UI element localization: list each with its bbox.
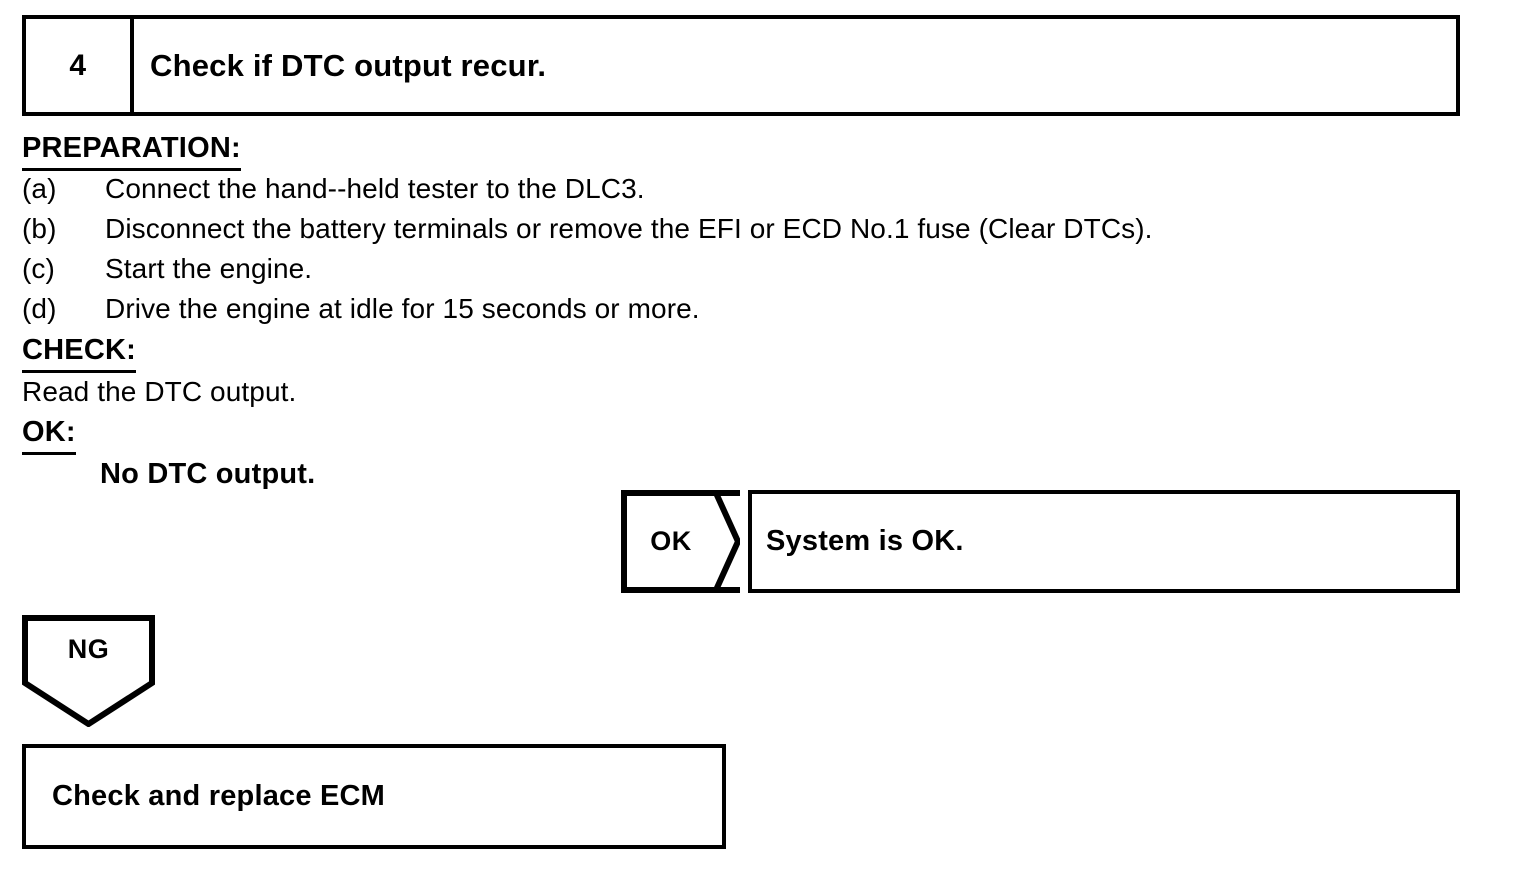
step-number-cell: 4 <box>26 19 134 112</box>
check-heading: CHECK: <box>22 330 136 373</box>
ok-result-box: System is OK. <box>748 490 1460 593</box>
check-instruction: Read the DTC output. <box>22 376 297 407</box>
step-text: Drive the engine at idle for 15 seconds … <box>105 293 700 324</box>
step-label: (c) <box>22 253 55 284</box>
ok-heading-row: OK: <box>22 412 1422 455</box>
preparation-step-a: (a) Connect the hand--held tester to the… <box>22 170 1422 210</box>
preparation-heading: PREPARATION: <box>22 128 241 171</box>
ng-arrow-label: NG <box>67 633 110 664</box>
ok-criteria: No DTC output. <box>100 458 316 490</box>
ng-result-box: Check and replace ECM <box>22 744 726 849</box>
step-label: (a) <box>22 173 57 204</box>
preparation-step-c: (c) Start the engine. <box>22 250 1422 290</box>
procedure-body: PREPARATION: (a) Connect the hand--held … <box>22 128 1422 496</box>
ok-heading: OK: <box>22 412 76 455</box>
step-text: Disconnect the battery terminals or remo… <box>105 213 1153 244</box>
step-label: (b) <box>22 213 57 244</box>
preparation-heading-row: PREPARATION: <box>22 128 1422 171</box>
step-label: (d) <box>22 293 57 324</box>
step-title: Check if DTC output recur. <box>150 47 547 83</box>
ok-branch-arrow: OK <box>621 490 740 593</box>
step-title-cell: Check if DTC output recur. <box>134 19 1456 112</box>
step-number: 4 <box>69 48 87 82</box>
preparation-step-b: (b) Disconnect the battery terminals or … <box>22 210 1422 250</box>
step-text: Connect the hand--held tester to the DLC… <box>105 173 645 204</box>
step-text: Start the engine. <box>105 253 313 284</box>
ng-branch-arrow: NG <box>22 615 155 727</box>
preparation-step-d: (d) Drive the engine at idle for 15 seco… <box>22 290 1422 330</box>
ok-arrow-label: OK <box>650 526 692 556</box>
check-heading-row: CHECK: <box>22 330 1422 373</box>
arrow-right-icon <box>621 490 740 593</box>
ng-result-text: Check and replace ECM <box>52 780 385 812</box>
arrow-down-icon <box>22 615 155 727</box>
step-header-table: 4 Check if DTC output recur. <box>22 15 1460 116</box>
ok-result-text: System is OK. <box>766 525 964 557</box>
